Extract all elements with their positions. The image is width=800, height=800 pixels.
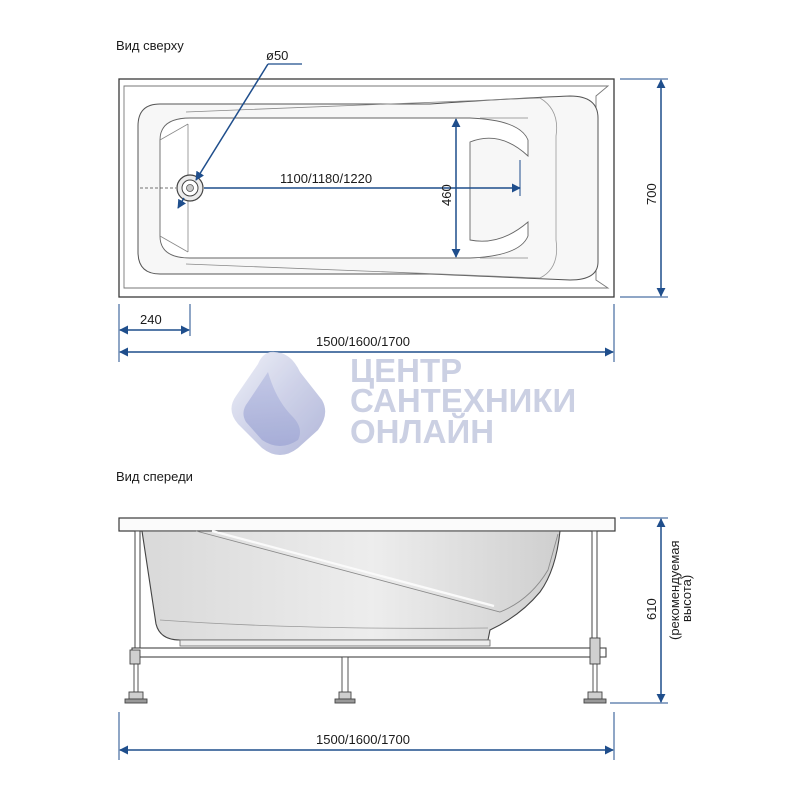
front-view-title: Вид спереди xyxy=(116,469,193,484)
drain-offset-label: 240 xyxy=(140,312,162,327)
total-width-label: 700 xyxy=(644,183,659,205)
watermark: ЦЕНТР САНТЕХНИКИ ОНЛАЙН xyxy=(231,351,576,455)
front-backrest-edge xyxy=(211,529,495,608)
drain-distance-label: 1100/1180/1220 xyxy=(280,171,372,186)
leg-left xyxy=(124,649,148,704)
backrest-lines xyxy=(159,97,541,279)
total-length-front-label: 1500/1600/1700 xyxy=(316,732,410,747)
watermark-line-3: ОНЛАЙН xyxy=(350,412,494,450)
front-backrest xyxy=(195,530,559,613)
diameter-leader xyxy=(195,63,269,181)
height-label: 610 xyxy=(644,598,659,620)
front-seam xyxy=(159,619,489,629)
diameter-leader-back xyxy=(177,197,187,209)
frame-top-bar xyxy=(179,639,491,647)
drain-center xyxy=(186,184,194,192)
head-curve xyxy=(539,97,558,279)
front-bowl xyxy=(141,530,561,641)
watermark-line-1: ЦЕНТР xyxy=(350,352,462,389)
inner-width-label: 460 xyxy=(439,184,454,206)
frame-post-left xyxy=(134,530,141,652)
leg-right xyxy=(583,637,607,704)
height-note-line-2: высота) xyxy=(679,575,694,622)
top-view-title: Вид сверху xyxy=(116,38,184,53)
front-rim xyxy=(118,517,616,532)
leg-middle xyxy=(334,656,356,704)
total-length-top-label: 1500/1600/1700 xyxy=(316,334,410,349)
frame-post-right xyxy=(591,530,598,652)
watermark-line-2: САНТЕХНИКИ xyxy=(350,382,576,419)
drain-diameter-label: ø50 xyxy=(266,48,288,63)
watermark-logo-inner xyxy=(243,372,300,446)
frame-rail xyxy=(131,647,607,658)
front-view: Вид спереди xyxy=(116,469,694,760)
top-view: Вид сверху ø50 1100/1180/1220 460 xyxy=(116,38,668,362)
height-note-line-1: (рекомендуемая xyxy=(667,540,682,640)
